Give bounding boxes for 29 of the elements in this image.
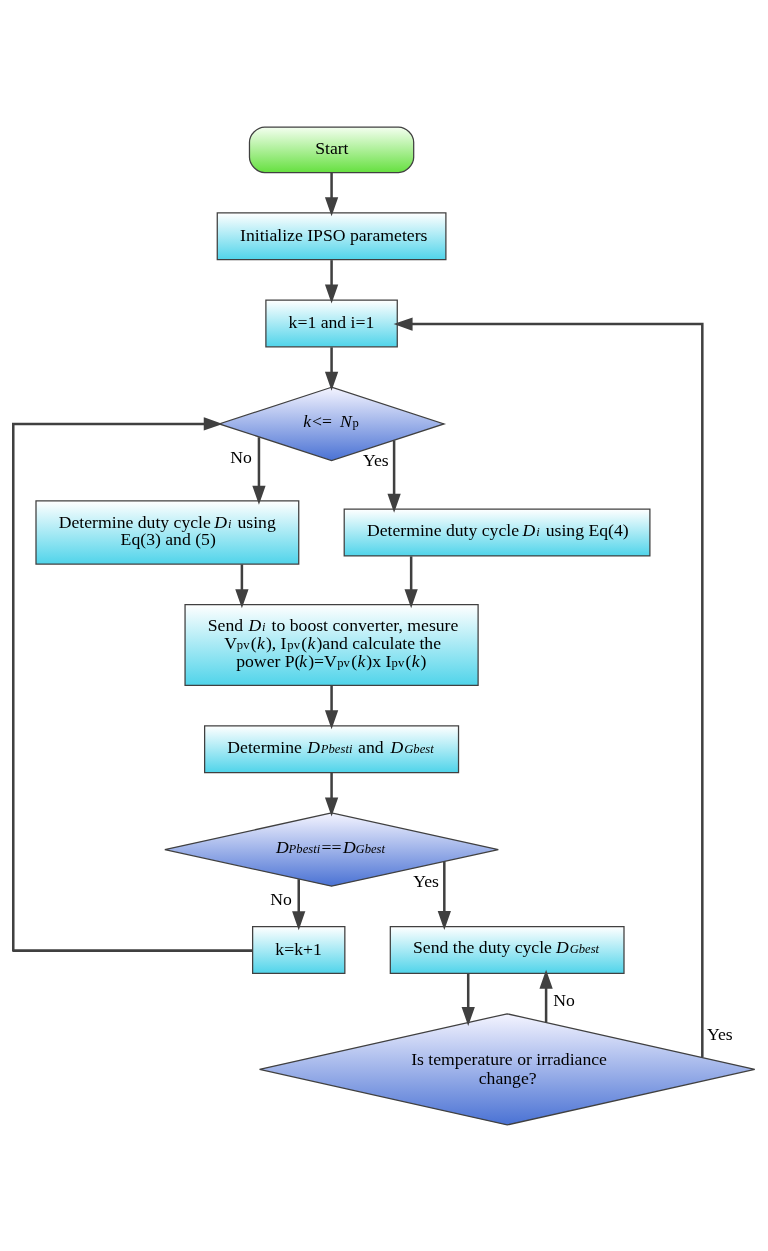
edge-label: Yes xyxy=(362,449,389,470)
arrow xyxy=(437,861,451,930)
arrow xyxy=(252,436,266,505)
node-box: Send the duty cycle DGbest xyxy=(389,925,625,974)
node-box: Start xyxy=(248,125,415,173)
node-box: k=k+1 xyxy=(252,925,346,974)
arrow xyxy=(387,439,401,513)
node-box: Send Di to boost converter, mesure Vpv(k), Ipv(k)and calculate the power P(k)=Vpv(k)x Ipv(k) xyxy=(184,603,479,686)
node-box: Determine duty cycle Di using Eq(3) and (5) xyxy=(35,499,300,565)
arrow xyxy=(324,172,339,216)
arrow xyxy=(235,563,249,608)
arrow xyxy=(324,346,339,391)
node-box: Determine duty cycle Di using Eq(4) xyxy=(343,508,651,556)
node-box: k=1 and i=1 xyxy=(265,299,398,347)
edge-label: No xyxy=(270,888,292,909)
edge-label: Yes xyxy=(706,1023,733,1044)
node-box: Initialize IPSO parameters xyxy=(216,211,447,260)
arrow xyxy=(324,259,339,304)
arrow xyxy=(324,685,339,729)
arrow xyxy=(539,969,553,1022)
arrow xyxy=(12,416,253,952)
arrow xyxy=(324,772,339,816)
arrow xyxy=(461,973,475,1026)
edge-label: No xyxy=(553,989,575,1010)
arrow xyxy=(404,555,418,608)
edge-label: No xyxy=(230,446,252,467)
node-box: Determine DPbesti and DGbest xyxy=(204,724,460,773)
arrow xyxy=(292,878,306,930)
arrow xyxy=(393,316,704,1057)
